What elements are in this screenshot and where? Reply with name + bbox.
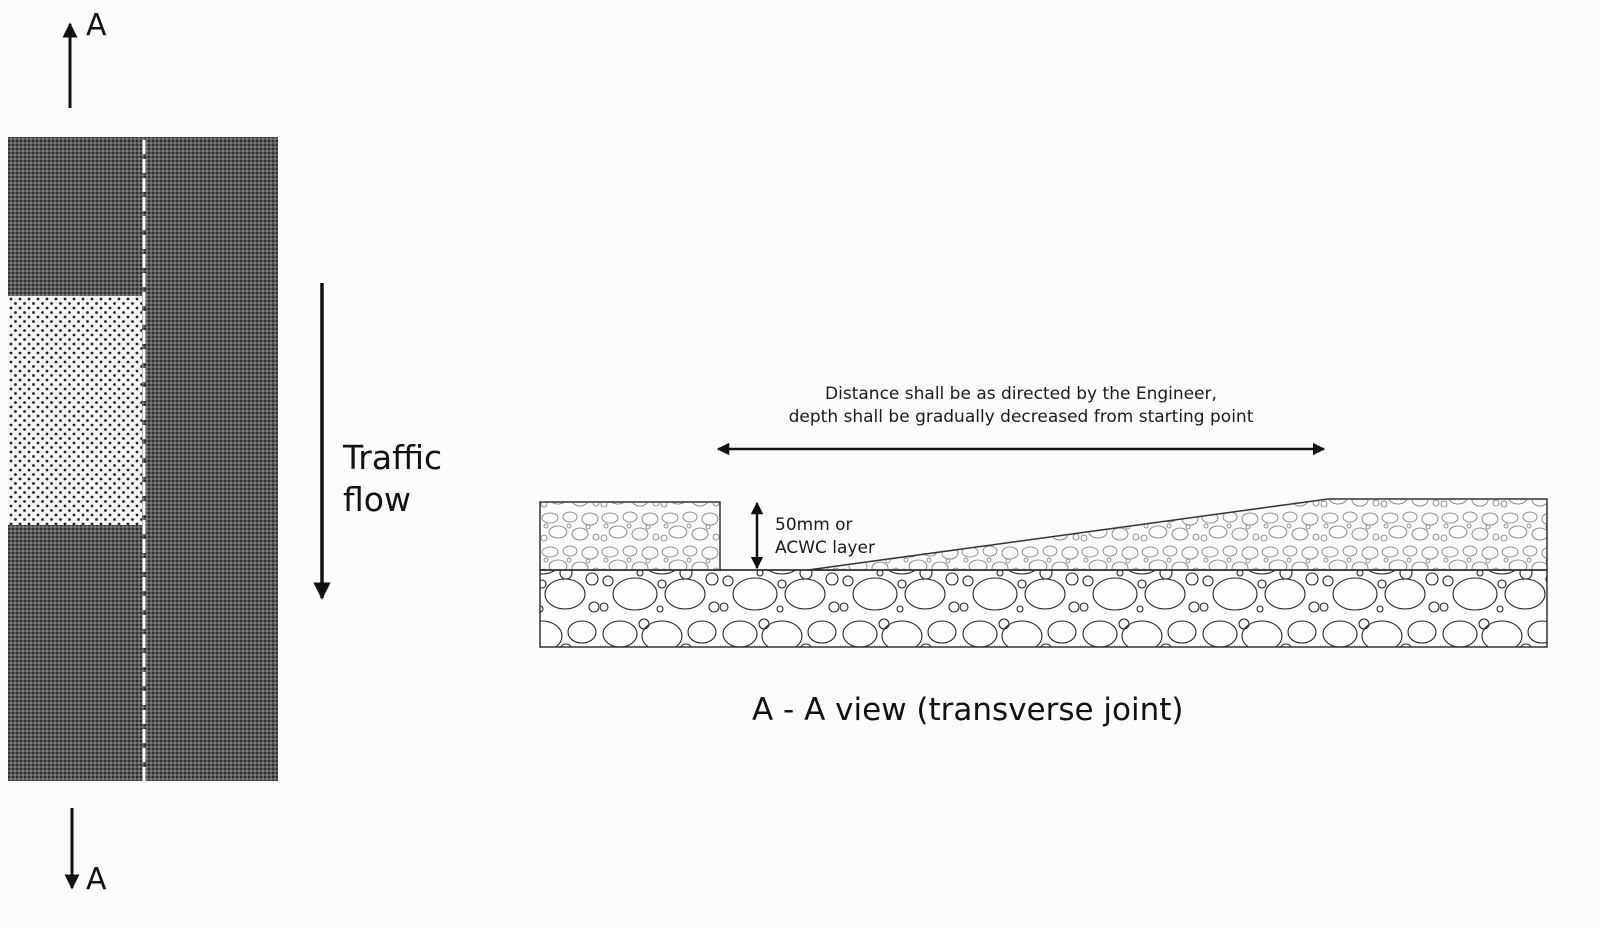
note-line2: depth shall be gradually decreased from … [788,407,1254,427]
traffic-flow-label: Traffic flow [343,437,442,521]
traffic-label-line2: flow [343,480,411,519]
base-course [539,569,1548,648]
section-marker-bottom-label: A [86,862,107,897]
road-plan-view [8,137,278,781]
section-marker-top-label: A [86,8,107,43]
depth-label-line1: 50mm or [775,515,853,535]
existing-wearing-course [539,501,721,571]
distance-note: Distance shall be as directed by the Eng… [716,383,1326,429]
section-view [539,498,1548,648]
tapered-new-layer [807,498,1548,571]
section-title: A - A view (transverse joint) [752,692,1184,728]
note-line1: Distance shall be as directed by the Eng… [825,384,1217,404]
depth-label-line2: ACWC layer [775,538,875,558]
patch-area [8,296,142,525]
depth-label: 50mm or ACWC layer [775,514,875,560]
traffic-label-line1: Traffic [343,438,443,477]
